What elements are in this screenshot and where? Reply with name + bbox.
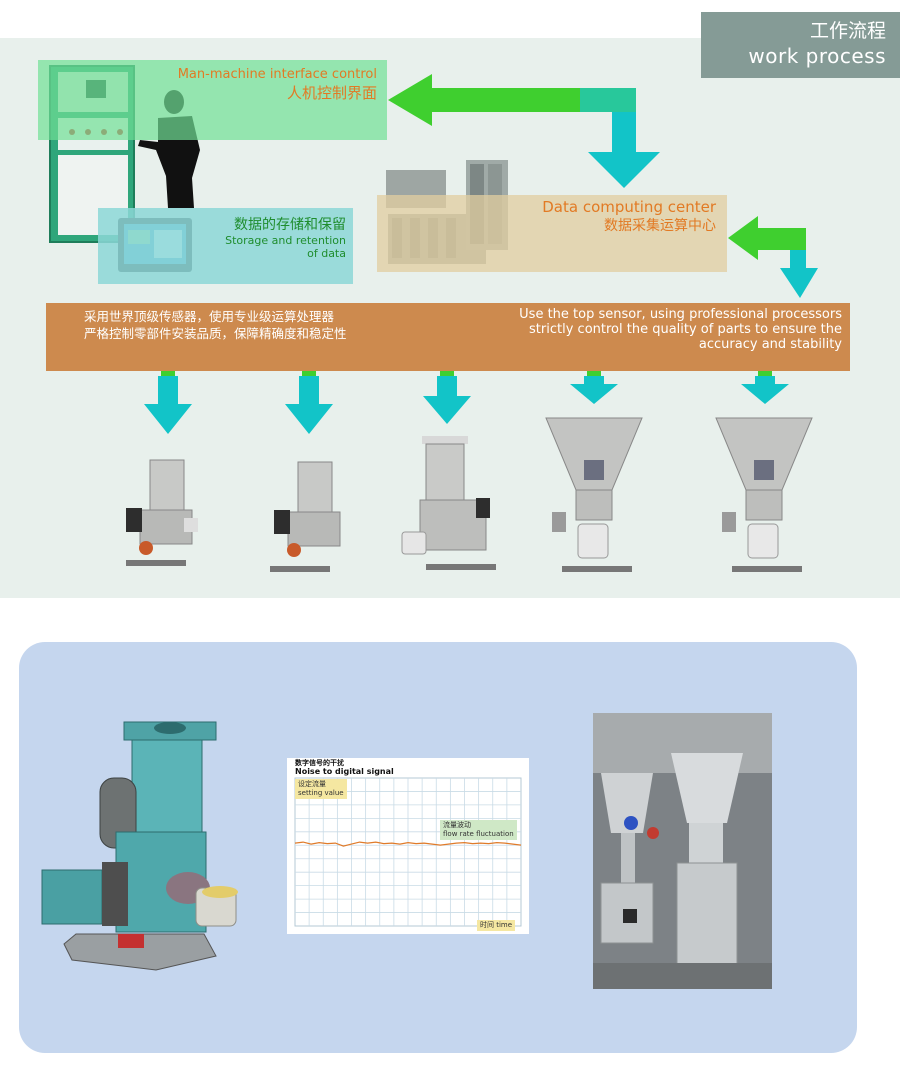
- section-title-en: work process: [748, 44, 886, 68]
- noise-chart-plot: [294, 777, 522, 927]
- time-axis-label-zh: 时间: [480, 921, 494, 929]
- arrow-to-machine-3: [423, 362, 471, 424]
- time-axis-label-en: time: [496, 921, 513, 929]
- hmi-label-en: Man-machine interface control: [177, 67, 377, 82]
- feeder-machine-5: [715, 417, 813, 572]
- fluctuation-label-en: flow rate fluctuation: [443, 830, 514, 838]
- setting-value-label-en: setting value: [298, 789, 344, 797]
- feeder-machine-2: [270, 461, 341, 572]
- bus-text-en: Use the top sensor, using professional p…: [470, 307, 842, 352]
- chart-title-en: Noise to digital signal: [295, 767, 394, 776]
- storage-label-zh: 数据的存储和保留: [234, 217, 346, 233]
- fluctuation-label: 流量波动 flow rate fluctuation: [440, 820, 517, 840]
- hmi-label: Man-machine interface control 人机控制界面: [150, 67, 377, 103]
- section-title-zh: 工作流程: [809, 20, 886, 42]
- data-center-label-zh: 数据采集运算中心: [604, 218, 716, 234]
- feeder-machine-3: [401, 436, 496, 570]
- bus-text-zh-line2: 严格控制零部件安装品质，保障精确度和稳定性: [84, 326, 347, 341]
- data-center-label: Data computing center 数据采集运算中心: [470, 198, 716, 236]
- bus-text-en-line1: Use the top sensor, using professional p…: [519, 307, 842, 322]
- sensor-bus-bar: [46, 303, 850, 371]
- bus-text-zh: 采用世界顶级传感器，使用专业级运算处理器 严格控制零部件安装品质，保障精确度和稳…: [84, 308, 444, 342]
- time-axis-label: 时间 time: [477, 920, 516, 931]
- arrow-hmi-to-dcc: [388, 74, 660, 188]
- storage-label-en-1: Storage and retention: [225, 234, 346, 247]
- setting-value-label-zh: 设定流量: [298, 780, 326, 788]
- data-center-panel: [377, 195, 727, 272]
- bus-text-en-line2: strictly control the quality of parts to…: [529, 322, 842, 337]
- installation-photo: [593, 713, 772, 989]
- hmi-panel: [38, 60, 387, 140]
- storage-panel: [98, 208, 353, 284]
- storage-label-en-2: of data: [307, 247, 346, 260]
- feeder-cad-model: [41, 721, 238, 971]
- flow-rate-line: [294, 841, 522, 847]
- section-title-box: 工作流程 work process: [701, 12, 900, 78]
- arrow-to-machine-1: [144, 362, 192, 434]
- setting-value-label: 设定流量 setting value: [295, 779, 347, 799]
- data-center-label-en: Data computing center: [542, 198, 716, 216]
- hmi-label-zh: 人机控制界面: [286, 84, 377, 102]
- installation-photo-image: [593, 713, 772, 989]
- bus-text-en-line3: accuracy and stability: [698, 337, 842, 352]
- arrow-dcc-to-bus: [728, 216, 818, 298]
- feeder-machine-4: [545, 417, 643, 572]
- arrow-to-machine-2: [285, 362, 333, 434]
- fluctuation-label-zh: 流量波动: [443, 821, 471, 829]
- storage-label: 数据的存储和保留 Storage and retention of data: [200, 216, 346, 260]
- feeder-machine-1: [126, 459, 198, 566]
- chart-title-zh: 数字信号的干扰: [295, 759, 344, 767]
- bus-text-zh-line1: 采用世界顶级传感器，使用专业级运算处理器: [84, 309, 335, 324]
